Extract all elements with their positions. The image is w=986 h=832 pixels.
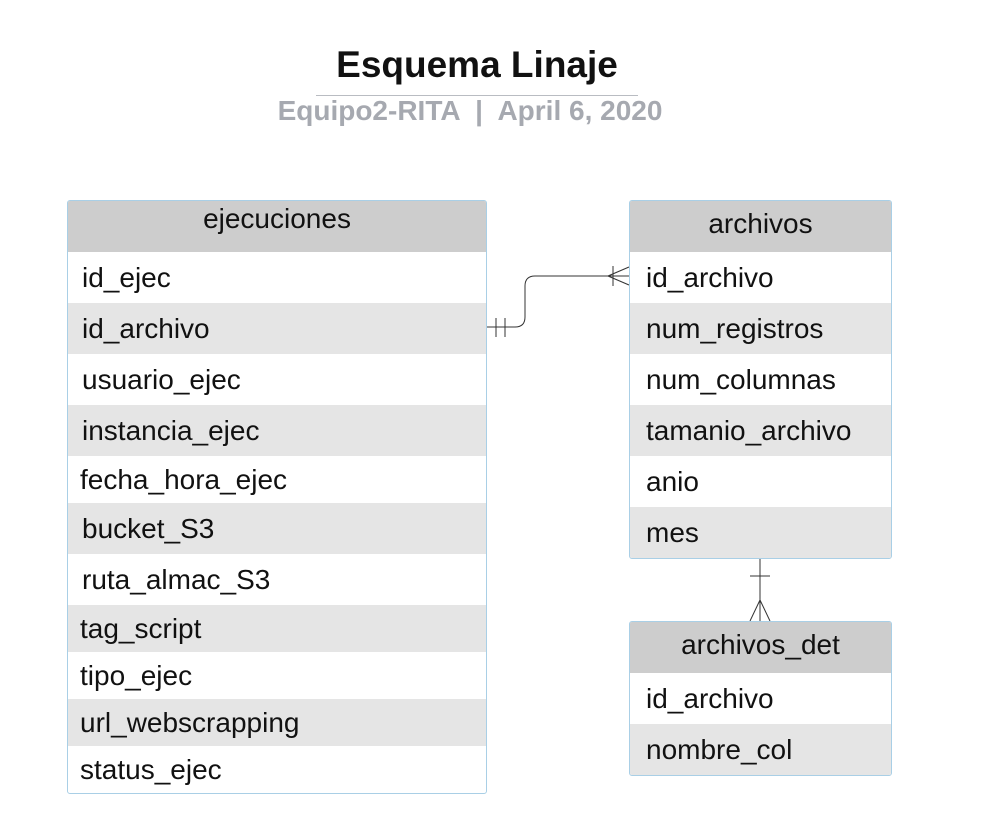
field-ejecuciones-usuario_ejec: usuario_ejec	[82, 363, 241, 395]
field-ejecuciones-status_ejec: status_ejec	[80, 753, 222, 785]
field-ejecuciones-fecha_hora_ejec: fecha_hora_ejec	[80, 463, 288, 495]
diagram-subtitle: Equipo2-RITA | April 6, 2020	[277, 95, 663, 126]
field-archivos-anio: anio	[646, 465, 699, 497]
table-archivos: archivos id_archivo num_registros num_colu…	[629, 200, 892, 559]
field-ejecuciones-ruta_almac_S3: ruta_almac_S3	[82, 563, 271, 595]
title-underline	[316, 95, 638, 96]
field-ejecuciones-bucket_S3: bucket_S3	[68, 503, 486, 554]
field-archivos-mes: mes	[630, 507, 891, 558]
diagram-title: Esquema Linaje	[336, 44, 618, 85]
field-archivos-num_columnas: num_columnas	[646, 363, 836, 395]
field-ejecuciones-tag_script: tag_script	[68, 605, 486, 652]
field-archivos-tamanio_archivo: tamanio_archivo	[630, 405, 891, 456]
field-ejecuciones-id_archivo: id_archivo	[68, 303, 486, 354]
table-header-archivos: archivos	[630, 201, 891, 252]
crowfoot-upper	[607, 266, 630, 277]
crowfoot-left	[749, 599, 761, 622]
crowfoot-lower	[607, 275, 630, 286]
crowfoot-right	[759, 599, 771, 622]
field-archivos-num_registros: num_registros	[630, 303, 891, 354]
field-ejecuciones-url_webscrapping: url_webscrapping	[68, 699, 486, 746]
table-header-ejecuciones: ejecuciones	[68, 201, 486, 252]
table-archivos_det: archivos_det id_archivo nombre_col	[629, 621, 892, 776]
field-ejecuciones-tipo_ejec: tipo_ejec	[80, 659, 193, 691]
table-header-archivos_det: archivos_det	[630, 622, 891, 673]
field-ejecuciones-id_ejec: id_ejec	[82, 261, 171, 293]
field-archivos_det-nombre_col: nombre_col	[630, 724, 891, 775]
field-archivos_det-id_archivo: id_archivo	[646, 682, 774, 714]
table-ejecuciones: ejecuciones id_ejec id_archivo usuario_eje…	[67, 200, 487, 794]
relationship-ejecuciones-archivos	[486, 275, 629, 328]
field-ejecuciones-instancia_ejec: instancia_ejec	[68, 405, 486, 456]
field-archivos-id_archivo: id_archivo	[646, 261, 774, 293]
